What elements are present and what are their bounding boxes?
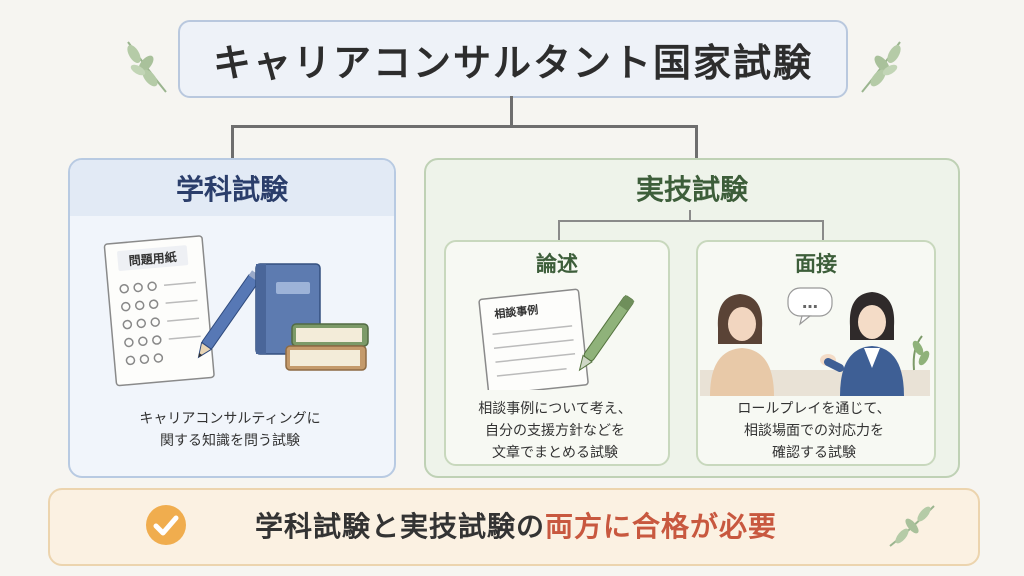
check-icon	[146, 505, 186, 545]
connector-sub-trunk	[689, 210, 691, 222]
practical-exam-heading: 実技試験	[635, 173, 748, 206]
description-line: 相談場面での対応力を	[744, 423, 884, 439]
connector-sub-right	[822, 220, 824, 240]
summary-highlight: 両方に合格が必要	[545, 510, 778, 543]
written-exam-description: キャリアコンサルティングに 関する知識を問う試験	[70, 408, 390, 452]
description-line: キャリアコンサルティングに	[139, 411, 321, 427]
connector-trunk	[510, 96, 513, 126]
interview-scene-illustration: …	[700, 287, 930, 396]
leaf-icon-right	[861, 41, 901, 93]
exam-paper-illustration: 問題用紙	[103, 235, 369, 387]
connector-bar	[231, 125, 698, 128]
speech-bubble-text: …	[802, 293, 818, 312]
summary-text: 学科試験と実技試験の両方に合格が必要	[196, 488, 836, 562]
essay-heading: 論述	[536, 252, 578, 276]
description-line: 確認する試験	[772, 445, 856, 461]
case-document-illustration: 相談事例	[478, 288, 635, 390]
description-line: 相談事例について考え、	[478, 401, 632, 417]
leaf-icon-bottom	[889, 505, 935, 547]
description-line: 文章でまとめる試験	[492, 445, 618, 461]
description-line: ロールプレイを通じて、	[737, 401, 891, 417]
interview-heading: 面接	[795, 252, 837, 276]
leaf-icon-left	[127, 41, 167, 93]
connector-sub-bar	[558, 220, 824, 222]
summary-banner	[48, 488, 980, 566]
description-line: 自分の支援方針などを	[485, 423, 625, 439]
essay-description: 相談事例について考え、 自分の支援方針などを 文章でまとめる試験	[446, 398, 664, 464]
connector-sub-left	[558, 220, 560, 240]
paper-label: 相談事例	[494, 302, 539, 321]
written-exam-heading: 学科試験	[70, 160, 394, 216]
connector-left	[231, 125, 234, 158]
interview-description: ロールプレイを通じて、 相談場面での対応力を 確認する試験	[698, 398, 930, 464]
page-title: キャリアコンサルタント国家試験	[178, 20, 848, 98]
description-line: 関する知識を問う試験	[160, 433, 300, 449]
connector-right	[695, 125, 698, 158]
summary-prefix: 学科試験と実技試験の	[254, 510, 545, 543]
paper-label: 問題用紙	[128, 249, 177, 268]
